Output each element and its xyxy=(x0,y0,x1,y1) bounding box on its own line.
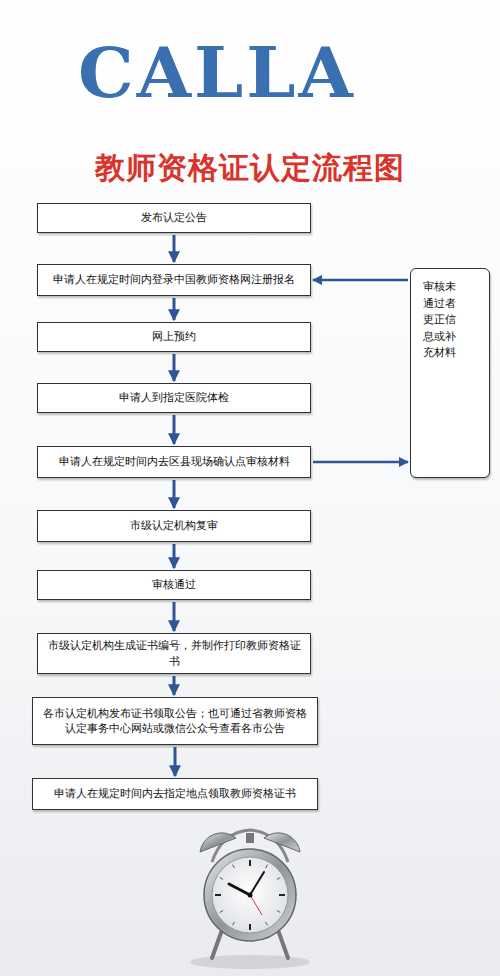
process-box: 市级认定机构生成证书编号，并制作打印教师资格证书 xyxy=(37,633,311,674)
process-box: 网上预约 xyxy=(37,322,311,352)
process-box: 申请人在规定时间内登录中国教师资格网注册报名 xyxy=(37,264,311,296)
box-text: 审核未通过者更正信息或补充材料 xyxy=(423,279,459,362)
box-text: 各市认定机构发布证书领取公告；也可通过省教师资格认定事务中心网站或微信公众号查看… xyxy=(41,706,309,736)
flow-arrow xyxy=(173,298,176,320)
process-box: 发布认定公告 xyxy=(37,203,311,233)
box-text: 申请人在规定时间内去区县现场确认点审核材料 xyxy=(59,454,290,469)
process-box: 申请人在规定时间内去指定地点领取教师资格证书 xyxy=(32,778,318,810)
process-box: 市级认定机构复审 xyxy=(37,510,311,542)
box-text: 申请人到指定医院体检 xyxy=(119,390,229,405)
process-box: 申请人到指定医院体检 xyxy=(37,383,311,413)
box-text: 申请人在规定时间内登录中国教师资格网注册报名 xyxy=(53,272,295,287)
box-text: 市级认定机构复审 xyxy=(130,518,218,533)
diagram-title: 教师资格证认定流程图 xyxy=(0,148,500,189)
box-text: 申请人在规定时间内去指定地点领取教师资格证书 xyxy=(54,786,296,801)
process-box: 申请人在规定时间内去区县现场确认点审核材料 xyxy=(37,446,311,478)
flow-arrow xyxy=(173,480,176,508)
flow-arrow xyxy=(313,461,408,464)
note-box: 审核未通过者更正信息或补充材料 xyxy=(410,268,490,478)
flow-arrow xyxy=(174,747,177,776)
flow-arrow xyxy=(173,354,176,381)
flow-arrow xyxy=(173,415,176,444)
process-box: 审核通过 xyxy=(37,570,311,600)
flow-arrow xyxy=(173,544,176,568)
box-text: 网上预约 xyxy=(152,329,196,344)
flow-arrow xyxy=(173,235,176,262)
box-text: 审核通过 xyxy=(152,577,196,592)
flow-arrow xyxy=(173,676,176,695)
box-text: 市级认定机构生成证书编号，并制作打印教师资格证书 xyxy=(46,638,302,668)
flow-arrow xyxy=(313,279,408,282)
process-box: 各市认定机构发布证书领取公告；也可通过省教师资格认定事务中心网站或微信公众号查看… xyxy=(32,697,318,745)
flow-arrow xyxy=(173,602,176,631)
logo-text: CALLA xyxy=(78,38,356,108)
box-text: 发布认定公告 xyxy=(141,210,207,225)
